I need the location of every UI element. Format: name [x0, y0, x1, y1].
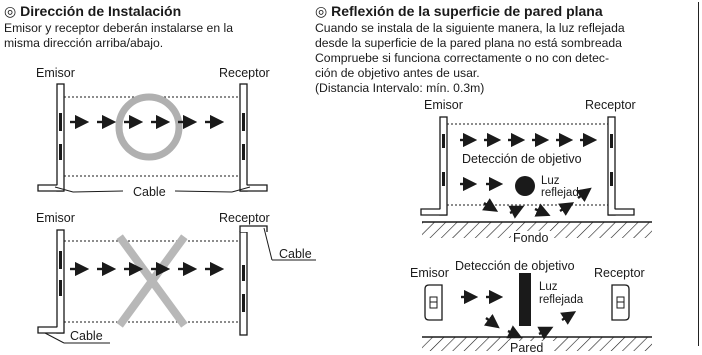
right-text-line-5: (Distancia Intervalo: mín. 0.3m)	[315, 81, 485, 95]
ok-emitter-bracket	[37, 184, 64, 192]
floor-emitter-label: Emisor	[424, 98, 463, 112]
ok-receiver-label: Receptor	[219, 66, 270, 80]
floor-target-object	[515, 176, 535, 196]
floor-surface-label: Fondo	[513, 231, 549, 245]
left-section-heading: ◎ Dirección de Instalación	[4, 3, 181, 19]
floor-hatch	[422, 222, 652, 238]
page-frame	[2, 2, 699, 346]
left-text-line-1: Emisor y receptor deberán instalarse en …	[4, 21, 233, 35]
floor-receiver-label: Receptor	[585, 98, 636, 112]
right-section-heading: ◎ Reflexión de la superficie de pared pl…	[315, 3, 603, 19]
bad-receiver-bracket	[239, 225, 268, 232]
bad-cross-icon	[116, 234, 188, 328]
wall-emitter-label: Emisor	[410, 266, 449, 280]
ok-receiver-bracket	[240, 184, 268, 192]
floor-reflect-label-1: Luz	[541, 175, 560, 187]
ok-cable-label: Cable	[133, 185, 166, 199]
left-section-title: Dirección de Instalación	[20, 3, 182, 19]
left-text-line-2: misma dirección arriba/abajo.	[4, 36, 164, 50]
bad-receiver-label: Receptor	[219, 211, 270, 225]
floor-reflect-label-2: reflejada	[541, 187, 586, 199]
wall-detection-label: Detección de objetivo	[455, 259, 575, 273]
bad-emitter-label: Emisor	[36, 211, 75, 225]
right-text-line-4: ción de objetivo antes de usar.	[315, 66, 480, 80]
wall-reflect-label-2: reflejada	[539, 294, 584, 306]
ok-emitter-label: Emisor	[36, 66, 75, 80]
wall-surface-label: Pared	[510, 341, 544, 355]
wall-target-object	[519, 273, 531, 326]
double-circle-icon: ◎	[315, 3, 328, 19]
ok-circle-icon	[115, 93, 183, 161]
wall-receiver-label: Receptor	[594, 266, 645, 280]
wall-reflect-label-1: Luz	[539, 281, 558, 293]
double-circle-icon: ◎	[4, 3, 17, 19]
bad-cable-bottom-label: Cable	[70, 329, 103, 343]
right-text-line-2: desde la superficie de la pared plana no…	[315, 36, 622, 50]
floor-reflect-arrows	[460, 176, 592, 219]
wall-arrows	[461, 289, 577, 340]
floor-detection-label: Detección de objetivo	[462, 152, 582, 166]
right-text-line-1: Cuando se instala de la siguiente manera…	[315, 21, 625, 35]
right-text-line-3: Compruebe si funciona correctamente o no…	[315, 51, 610, 65]
bad-cable-top-label: Cable	[279, 247, 312, 261]
right-section-title: Reflexión de la superficie de pared plan…	[331, 3, 603, 19]
bad-emitter-bracket	[37, 326, 64, 334]
